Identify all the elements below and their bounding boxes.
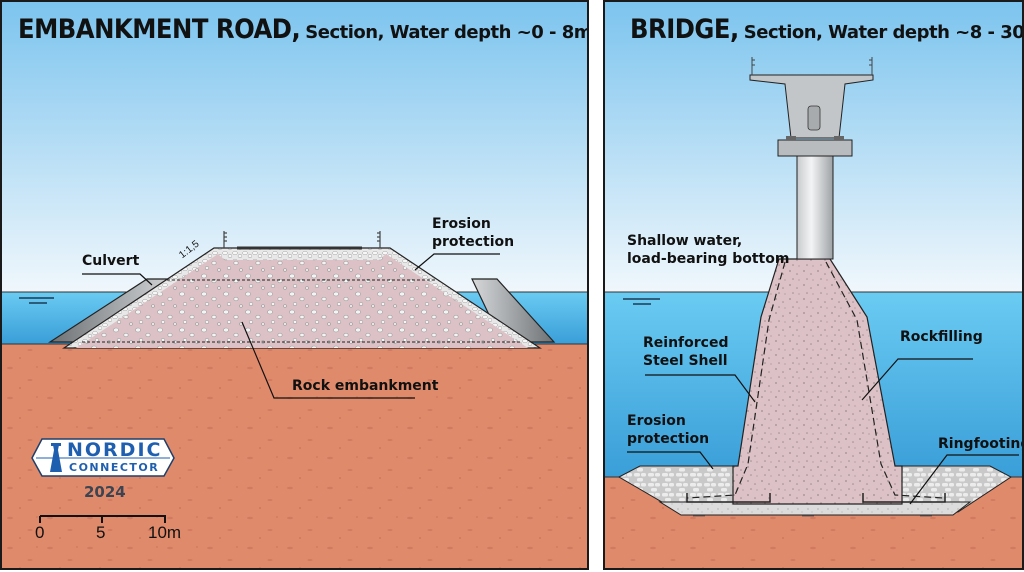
rock-embankment-core [76,254,528,348]
ringfooting-right [862,493,946,503]
tower-icon [50,445,62,472]
label-line: Reinforced [643,335,729,351]
steel-shell-right [825,261,944,499]
scale-bar [39,515,166,523]
label-rockfilling: Rockfilling [900,329,983,345]
panel-title: BRIDGE, Section, Water depth ~8 - 30m [630,14,1024,45]
label-ringfooting: Ringfooting [938,436,1024,452]
scale-tick-5: 5 [96,523,106,542]
label-line: load-bearing bottom [627,251,790,267]
label-erosion-protection: Erosion protection [627,412,709,448]
bridge-pillar [796,154,834,260]
panel-title: EMBANKMENT ROAD, Section, Water depth ~0… [18,14,589,45]
label-line: protection [627,431,710,447]
rockfill-cone [732,258,903,505]
embankment-road-panel: EMBANKMENT ROAD, Section, Water depth ~0… [0,0,589,570]
label-rock-embankment: Rock embankment [292,378,439,394]
label-line: Erosion [432,216,491,232]
embankment-diagram [2,2,587,568]
bridge-panel: BRIDGE, Section, Water depth ~8 - 30m Sh… [603,0,1024,570]
nordic-connector-logo [31,438,175,477]
title-main: EMBANKMENT ROAD, [18,14,301,45]
title-sub: Section, Water depth ~0 - 8m [305,22,589,43]
label-line: Steel Shell [643,353,728,369]
pier-cap [777,139,853,157]
sky [2,2,587,292]
guardrail-icon [751,57,873,75]
label-line: protection [432,234,515,250]
label-erosion-protection: Erosion protection [432,215,514,251]
logo-connector: CONNECTOR [69,461,160,474]
label-reinforced-steel-shell: Reinforced Steel Shell [643,334,728,370]
label-line: Shallow water, [627,233,743,249]
logo-year: 2024 [84,483,126,501]
scale-tick-10: 10m [148,523,182,542]
label-shallow-water: Shallow water, load-bearing bottom [627,232,789,268]
title-sub: Section, Water depth ~8 - 30m [743,22,1024,43]
label-culvert: Culvert [82,253,140,269]
logo-nordic: NORDIC [67,439,163,461]
title-main: BRIDGE, [630,14,739,45]
steel-shell-left [686,261,786,499]
guardrail-icon [223,231,381,248]
label-line: Erosion [627,413,686,429]
bridge-diagram [605,2,1022,568]
scale-tick-0: 0 [35,523,45,542]
ringfooting-left [686,493,771,503]
